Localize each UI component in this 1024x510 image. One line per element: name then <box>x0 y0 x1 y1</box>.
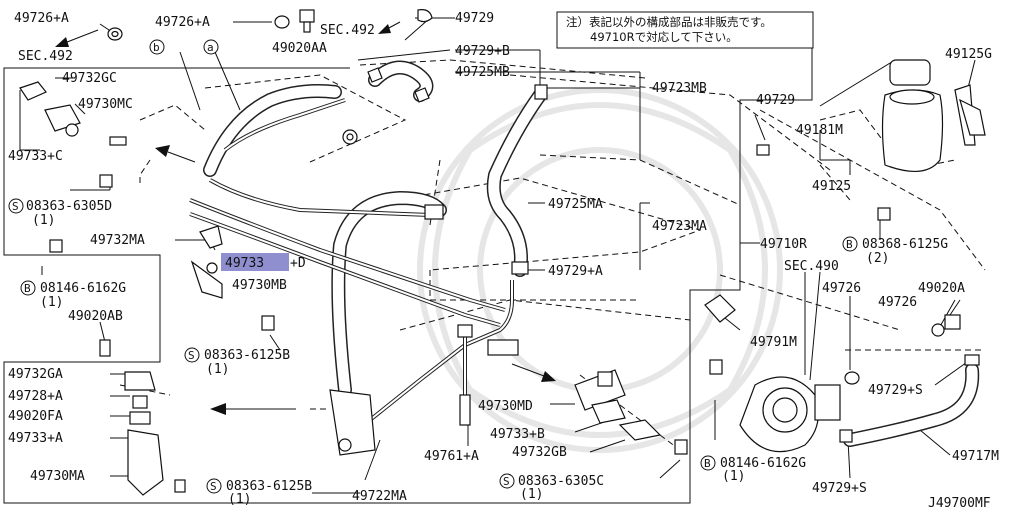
part-shapes <box>19 9 986 496</box>
callout-49710R[interactable]: 49710R <box>760 237 807 252</box>
symbol-S-3: S <box>206 478 222 494</box>
hose-49717M <box>843 363 980 447</box>
callout-49733D-suffix: +D <box>290 256 306 271</box>
callout-49728A[interactable]: 49728+A <box>8 389 63 404</box>
callout-49732GB[interactable]: 49732GB <box>512 445 567 460</box>
symbol-B-2: B <box>842 236 858 252</box>
leader-lines <box>19 17 976 494</box>
callout-49730MB[interactable]: 49730MB <box>232 278 287 293</box>
callout-49729[interactable]: 49729 <box>455 11 494 26</box>
dashed-region-a <box>204 74 407 163</box>
pressure-pipes <box>189 98 514 422</box>
callout-08363-6125B-2-qty: (1) <box>228 492 251 507</box>
ref-circle-a: a <box>203 39 219 55</box>
callout-49726A-2[interactable]: 49726+A <box>155 15 210 30</box>
callout-08146-6162G-2-qty: (1) <box>722 469 745 484</box>
callout-08363-6305D-qty: (1) <box>32 213 55 228</box>
center-boundary <box>312 48 813 504</box>
note-line-2: 49710Rで対応して下さい。 <box>590 30 738 44</box>
callout-08363-6125B-1[interactable]: 08363-6125B <box>204 348 290 363</box>
callout-08146-6162G-2[interactable]: 08146-6162G <box>720 456 806 471</box>
callout-49717M[interactable]: 49717M <box>952 449 999 464</box>
callout-49730MD[interactable]: 49730MD <box>478 399 533 414</box>
callout-08368-6125G-qty: (2) <box>866 251 889 266</box>
callout-49733A[interactable]: 49733+A <box>8 431 63 446</box>
highlight-49733 <box>221 253 289 271</box>
callout-49729S-2[interactable]: 49729+S <box>812 481 867 496</box>
callout-49726[interactable]: 49726 <box>822 281 861 296</box>
callout-49730MC[interactable]: 49730MC <box>78 97 133 112</box>
callout-08146-6162G-1-qty: (1) <box>40 295 63 310</box>
flow-arrows <box>55 21 556 415</box>
svg-text:S: S <box>188 349 195 362</box>
callout-49729A[interactable]: 49729+A <box>548 264 603 279</box>
callout-49729S-1[interactable]: 49729+S <box>868 383 923 398</box>
callout-08363-6125B-2[interactable]: 08363-6125B <box>226 479 312 494</box>
hose-upper-49723MB <box>203 84 342 177</box>
callout-sec492-2[interactable]: SEC.492 <box>320 23 375 38</box>
callout-49125G[interactable]: 49125G <box>945 47 992 62</box>
svg-text:B: B <box>846 238 853 251</box>
callout-49732GA[interactable]: 49732GA <box>8 367 63 382</box>
callout-49732GC[interactable]: 49732GC <box>62 71 117 86</box>
svg-text:b: b <box>153 41 160 54</box>
callout-49761A[interactable]: 49761+A <box>424 449 479 464</box>
note-box <box>556 11 814 49</box>
note-line-1: 注）表記以外の構成部品は非販売です。 <box>566 15 772 29</box>
hose-49725MA <box>486 88 547 277</box>
symbol-B-1: B <box>20 280 36 296</box>
callout-08363-6305C-qty: (1) <box>520 487 543 502</box>
callout-49729-r[interactable]: 49729 <box>756 93 795 108</box>
symbol-S-1: S <box>8 198 24 214</box>
callout-08368-6125G[interactable]: 08368-6125G <box>862 237 948 252</box>
callout-sec492-1[interactable]: SEC.492 <box>18 49 73 64</box>
callout-49020AA[interactable]: 49020AA <box>272 41 327 56</box>
callout-49791M[interactable]: 49791M <box>750 335 797 350</box>
callout-49181M[interactable]: 49181M <box>796 123 843 138</box>
callout-49732MA[interactable]: 49732MA <box>90 233 145 248</box>
diagram-id: J49700MF <box>928 496 991 510</box>
ref-circle-b: b <box>149 39 165 55</box>
callout-49723MB[interactable]: 49723MB <box>652 81 707 96</box>
svg-text:a: a <box>207 41 214 54</box>
svg-text:B: B <box>24 282 31 295</box>
callout-labels: 49726+A SEC.492 49726+A 49020AA SEC.492 … <box>8 11 999 510</box>
callout-49723MA[interactable]: 49723MA <box>652 219 707 234</box>
svg-text:S: S <box>210 480 217 493</box>
callout-08363-6305C[interactable]: 08363-6305C <box>518 474 604 489</box>
symbol-S-4: S <box>499 473 515 489</box>
symbol-B-3: B <box>700 455 716 471</box>
callout-49733B[interactable]: 49733+B <box>490 427 545 442</box>
callout-49020A[interactable]: 49020A <box>918 281 965 296</box>
hose-return-49722MA <box>331 190 447 397</box>
callout-49733C[interactable]: 49733+C <box>8 149 63 164</box>
callout-49725MA[interactable]: 49725MA <box>548 197 603 212</box>
callout-49125[interactable]: 49125 <box>812 179 851 194</box>
callout-49733D-code[interactable]: 49733 <box>225 256 264 271</box>
callout-08363-6125B-1-qty: (1) <box>206 362 229 377</box>
svg-text:B: B <box>704 457 711 470</box>
left-boundary <box>3 67 312 504</box>
callout-08146-6162G-1[interactable]: 08146-6162G <box>40 281 126 296</box>
callout-49722MA[interactable]: 49722MA <box>352 489 407 504</box>
callout-49020AB[interactable]: 49020AB <box>68 309 123 324</box>
callout-49725MB[interactable]: 49725MB <box>455 65 510 80</box>
callout-49726-2[interactable]: 49726 <box>878 295 917 310</box>
callout-49730MA[interactable]: 49730MA <box>30 469 85 484</box>
callout-49726A-1[interactable]: 49726+A <box>14 11 69 26</box>
svg-text:S: S <box>12 200 19 213</box>
svg-text:S: S <box>503 475 510 488</box>
symbol-S-2: S <box>184 347 200 363</box>
callout-49729B[interactable]: 49729+B <box>455 44 510 59</box>
callout-sec490[interactable]: SEC.490 <box>784 259 839 274</box>
callout-49020FA[interactable]: 49020FA <box>8 409 63 424</box>
callout-08363-6305D[interactable]: 08363-6305D <box>26 199 112 214</box>
